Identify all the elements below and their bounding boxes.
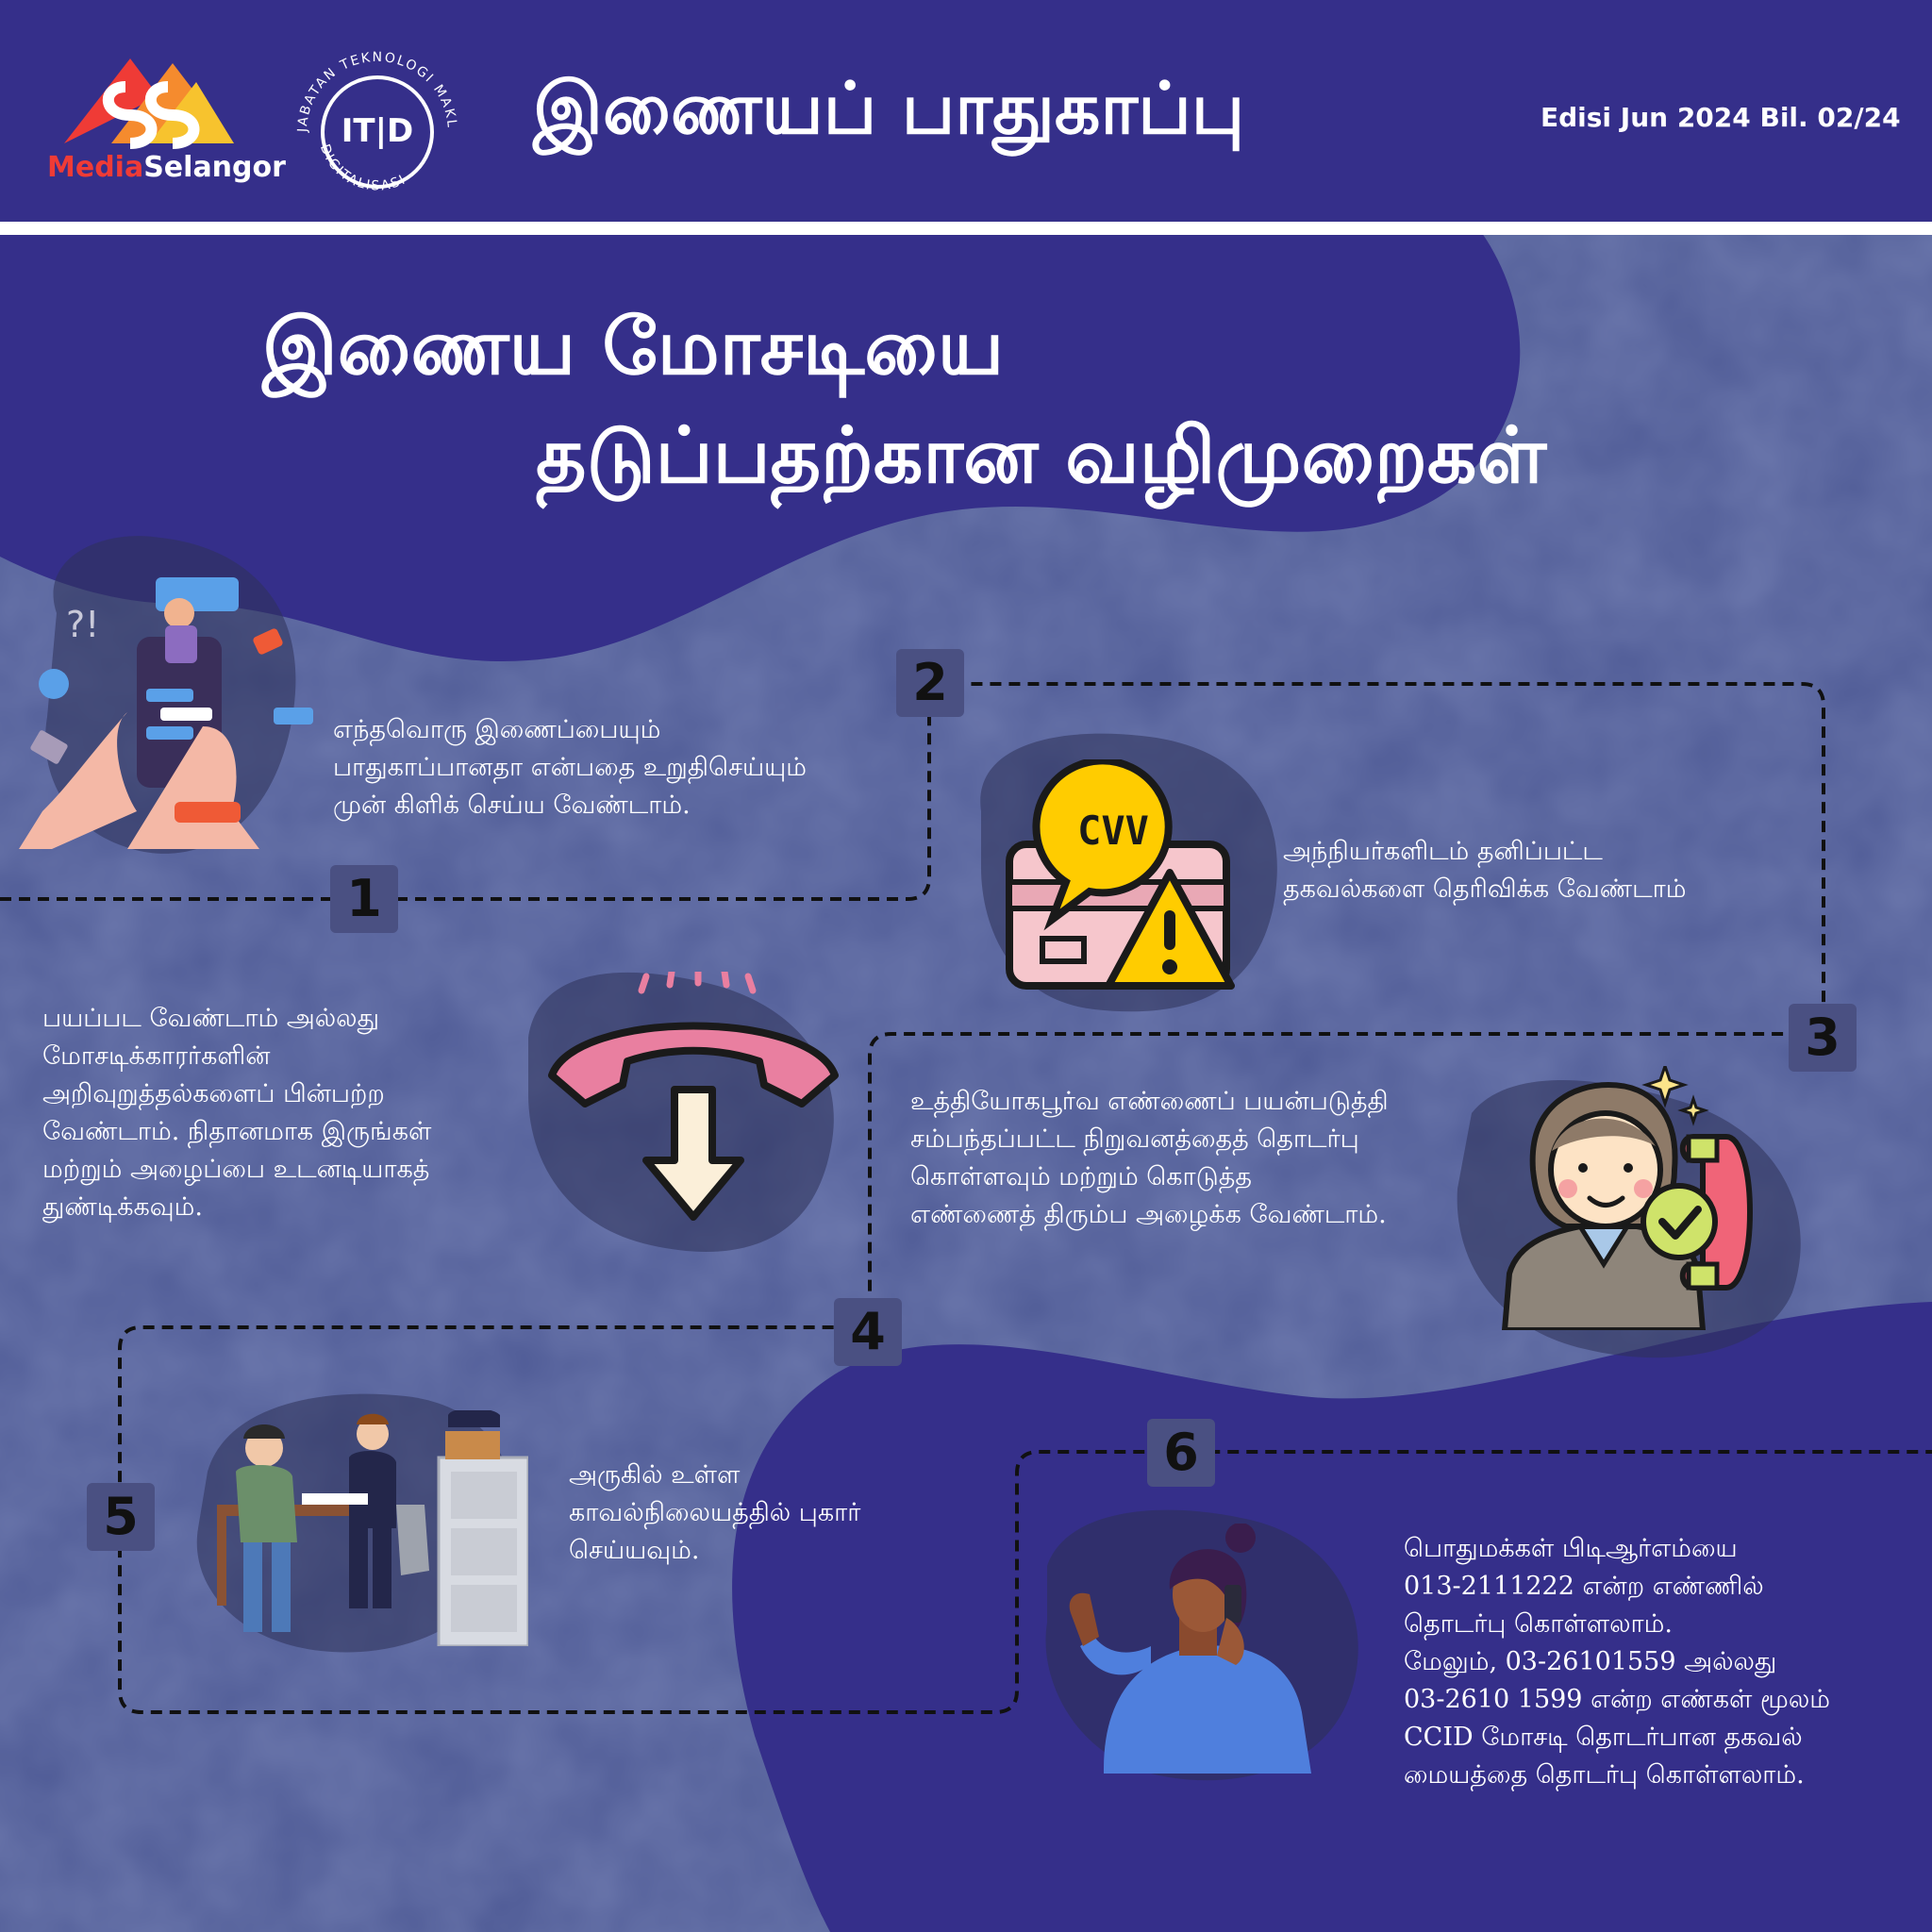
police-report-icon <box>217 1410 528 1646</box>
media-selangor-wordmark: MediaSelangor <box>47 151 286 184</box>
hang-up-icon <box>548 972 839 1221</box>
itd-ring-icon: JABATAN TEKNOLOGI MAKLUMAT DIGITALISASI <box>281 31 458 194</box>
step-6-text: பொதுமக்கள் பிடிஆர்எம்யை 013-2111222 என்ற… <box>1404 1530 1830 1794</box>
step-2-text: அந்நியர்களிடம் தனிப்பட்ட தகவல்களை தெரிவி… <box>1283 833 1686 908</box>
itd-ring-bottom-text: DIGITALISASI <box>317 142 408 194</box>
headline-line-1: இணைய மோசடியை <box>262 302 1005 392</box>
step-badge-6: 6 <box>1147 1419 1215 1487</box>
step-6-line-2: 013-2111222 என்ற எண்ணில் <box>1404 1572 1764 1601</box>
step-6-line-4: மேலும், 03-26101559 அல்லது <box>1404 1647 1777 1676</box>
step-3-line-6: துண்டிக்கவும். <box>42 1192 203 1222</box>
step-badge-1: 1 <box>330 865 398 933</box>
step-6-line-6: CCID மோசடி தொடர்பான தகவல் <box>1404 1723 1803 1752</box>
step-2-line-1: அந்நியர்களிடம் தனிப்பட்ட <box>1283 837 1603 866</box>
step-badge-3: 3 <box>1789 1004 1857 1072</box>
header-title: இணையப் பாதுகாப்பு <box>533 66 1245 150</box>
cvv-warning-icon: CVV <box>1006 759 1235 990</box>
step-1-line-1: எந்தவொரு இணைப்பையும் <box>333 715 661 744</box>
step-badge-5: 5 <box>87 1483 155 1551</box>
itd-logo: JABATAN TEKNOLOGI MAKLUMAT DIGITALISASI … <box>281 31 467 222</box>
step-badge-2: 2 <box>896 649 964 717</box>
svg-text:?!: ?! <box>66 604 99 645</box>
logo-media-text: Media <box>47 151 144 184</box>
step-2-line-2: தகவல்களை தெரிவிக்க வேண்டாம் <box>1283 874 1687 904</box>
step-4-line-2: சம்பந்தப்பட்ட நிறுவனத்தைத் தொடர்பு <box>910 1124 1359 1154</box>
step-6-line-5: 03-2610 1599 என்ற எண்கள் மூலம் <box>1404 1685 1830 1714</box>
step-5-line-3: செய்யவும். <box>569 1536 700 1565</box>
step-3-line-4: வேண்டாம். நிதானமாக இருங்கள் <box>42 1117 432 1146</box>
verified-call-icon <box>1501 1066 1754 1330</box>
media-selangor-logo-icon <box>64 58 234 149</box>
step-4-line-3: கொள்ளவும் மற்றும் கொடுத்த <box>910 1162 1252 1191</box>
step-5-text: அருகில் உள்ள காவல்நிலையத்தில் புகார் செய… <box>569 1457 860 1570</box>
woman-phone-icon <box>1069 1524 1311 1774</box>
step-4-line-1: உத்தியோகபூர்வ எண்ணைப் பயன்படுத்தி <box>910 1087 1389 1116</box>
header-divider <box>0 222 1932 235</box>
step-badge-4: 4 <box>834 1298 902 1366</box>
step-3-text: பயப்பட வேண்டாம் அல்லது மோசடிக்காரர்களின்… <box>42 1000 431 1226</box>
step-3-line-3: அறிவுறுத்தல்களைப் பின்பற்ற <box>42 1079 385 1108</box>
step-5-line-1: அருகில் உள்ள <box>569 1460 741 1490</box>
step-3-line-5: மற்றும் அழைப்பை உடனடியாகத் <box>42 1155 430 1184</box>
headline-line-2: தடுப்பதற்கான வழிமுறைகள் <box>536 410 1547 501</box>
phone-scam-icon: ?! <box>19 577 313 849</box>
itd-monogram: IT|D <box>341 112 414 150</box>
svg-text:DIGITALISASI: DIGITALISASI <box>317 142 409 194</box>
step-4-text: உத்தியோகபூர்வ எண்ணைப் பயன்படுத்தி சம்பந்… <box>910 1083 1389 1234</box>
step-1-line-2: பாதுகாப்பானதா என்பதை உறுதிசெய்யும் <box>333 753 807 782</box>
step-1-line-3: முன் கிளிக் செய்ய வேண்டாம். <box>333 791 691 820</box>
step-6-line-1: பொதுமக்கள் பிடிஆர்எம்யை <box>1404 1534 1738 1563</box>
header-bar <box>0 0 1932 222</box>
logo-selangor-text: Selangor <box>143 151 286 184</box>
step-3-line-2: மோசடிக்காரர்களின் <box>42 1041 271 1071</box>
step-3-line-1: பயப்பட வேண்டாம் அல்லது <box>42 1004 380 1033</box>
step-6-line-7: மையத்தை தொடர்பு கொள்ளலாம். <box>1404 1760 1805 1790</box>
cvv-label: CVV <box>1077 808 1149 854</box>
edition-label: Edisi Jun 2024 Bil. 02/24 <box>1541 102 1901 133</box>
step-4-line-4: எண்ணைத் திரும்ப அழைக்க வேண்டாம். <box>910 1200 1387 1229</box>
step-5-line-2: காவல்நிலையத்தில் புகார் <box>569 1498 861 1527</box>
step-1-text: எந்தவொரு இணைப்பையும் பாதுகாப்பானதா என்பத… <box>333 711 807 824</box>
step-6-line-3: தொடர்பு கொள்ளலாம். <box>1404 1609 1673 1639</box>
